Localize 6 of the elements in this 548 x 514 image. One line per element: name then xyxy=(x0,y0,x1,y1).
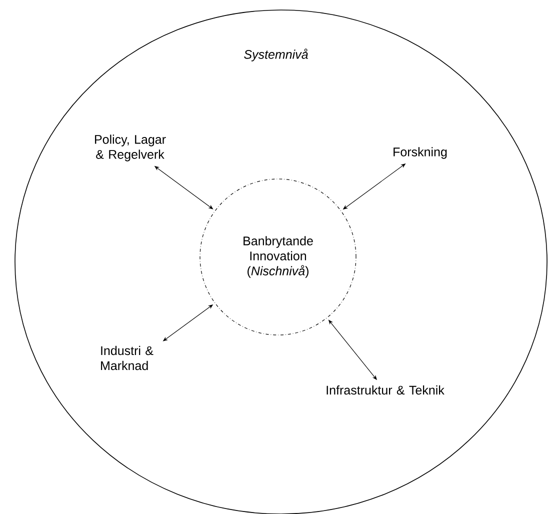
sector-label: Forskning xyxy=(394,147,447,159)
sector-label: Infrastruktur & Teknik xyxy=(326,385,444,395)
level-heading: Systemnivå xyxy=(244,48,308,62)
sector-label: Industri & Marknad xyxy=(101,346,154,370)
system-ellipse xyxy=(14,10,548,514)
sector-label: Policy, Lagar & Regelverk xyxy=(95,134,166,162)
